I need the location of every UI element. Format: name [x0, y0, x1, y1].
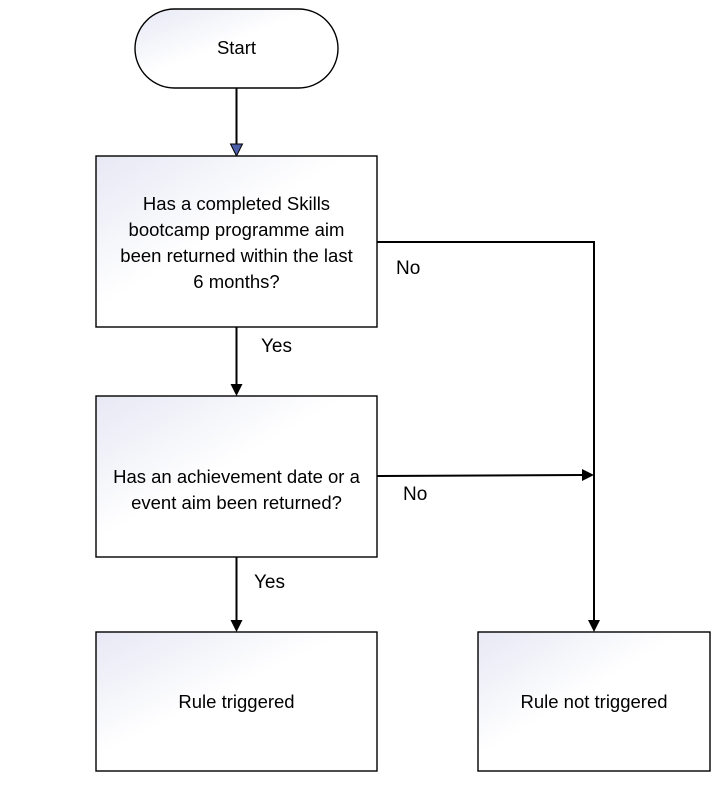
question-1-line-1: Has a completed Skills	[143, 193, 330, 214]
rule-triggered-node: Rule triggered	[95, 631, 378, 772]
rule-triggered-label: Rule triggered	[178, 691, 294, 712]
q2-no-label: No	[403, 484, 427, 505]
connector-q1-no: No	[377, 241, 600, 632]
q1-no-label: No	[396, 258, 420, 279]
question-2-line-2: event aim been returned?	[131, 492, 342, 513]
q1-yes-label: Yes	[261, 336, 292, 357]
arrowhead	[582, 469, 594, 481]
arrowhead	[588, 620, 600, 632]
arrowhead	[230, 384, 243, 396]
connector-start-to-q1	[229, 88, 244, 158]
start-label: Start	[217, 37, 256, 58]
start-node: Start	[134, 8, 339, 89]
connector-q2-yes: Yes	[230, 557, 285, 632]
question-2-node: Has an achievement date or a event aim b…	[95, 395, 378, 558]
rule-not-triggered-node: Rule not triggered	[477, 631, 711, 772]
question-2-line-1: Has an achievement date or a	[113, 466, 361, 487]
question-1-node: Has a completed Skills bootcamp programm…	[95, 155, 378, 328]
arrowhead	[230, 620, 243, 632]
question-1-line-3: been returned within the last	[120, 245, 352, 266]
question-1-line-4: 6 months?	[193, 271, 279, 292]
rule-not-triggered-label: Rule not triggered	[520, 691, 667, 712]
question-1-line-2: bootcamp programme aim	[129, 219, 345, 240]
q2-yes-label: Yes	[254, 572, 285, 593]
start-arrowhead	[229, 143, 244, 158]
connector-q1-yes: Yes	[230, 327, 292, 396]
connector-q2-no: No	[376, 469, 594, 505]
